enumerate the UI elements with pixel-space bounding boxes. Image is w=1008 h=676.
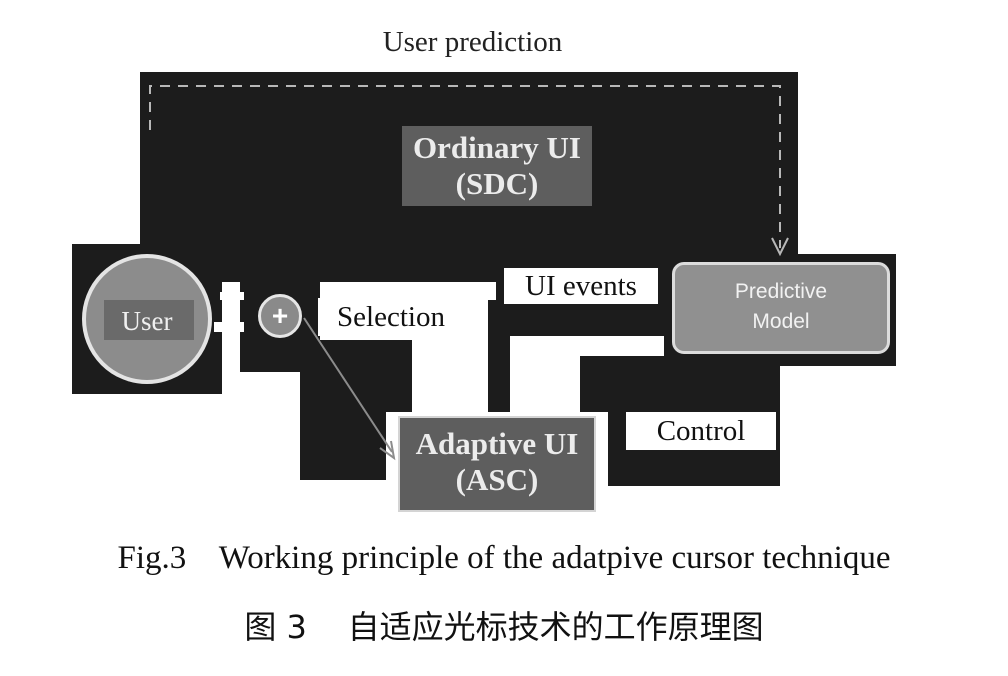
- user-connector-bottom: [214, 322, 244, 332]
- user-label: User: [121, 306, 173, 336]
- user-node: User: [82, 254, 212, 384]
- adaptive-ui-node: Adaptive UI (ASC): [398, 416, 596, 512]
- user-connector-top: [220, 292, 244, 300]
- ordinary-ui-title: Ordinary UI: [413, 130, 581, 165]
- predictive-model-title: Predictive: [734, 280, 828, 303]
- plus-icon: +: [271, 300, 289, 331]
- ui-events-connector: [510, 336, 580, 412]
- user-prediction-label: User prediction: [382, 26, 563, 58]
- ui-events-label: UI events: [504, 268, 658, 304]
- ordinary-ui-node: Ordinary UI (SDC): [402, 126, 592, 206]
- caption-english: Fig.3 Working principle of the adatpive …: [117, 540, 891, 576]
- predictive-model-subtitle: Model: [752, 310, 810, 333]
- predictive-model-node: Predictive Model: [672, 262, 890, 354]
- selection-label: Selection: [318, 298, 464, 336]
- ordinary-ui-subtitle: (SDC): [455, 166, 539, 201]
- user-label-bg: [104, 300, 194, 340]
- adaptive-ui-title: Adaptive UI: [415, 426, 579, 461]
- adaptive-ui-subtitle: (ASC): [455, 462, 539, 497]
- caption-chinese: 图 3 自适应光标技术的工作原理图: [244, 608, 764, 646]
- control-label: Control: [626, 412, 776, 450]
- plus-junction: +: [258, 294, 302, 338]
- ui-events-stem: [488, 300, 510, 415]
